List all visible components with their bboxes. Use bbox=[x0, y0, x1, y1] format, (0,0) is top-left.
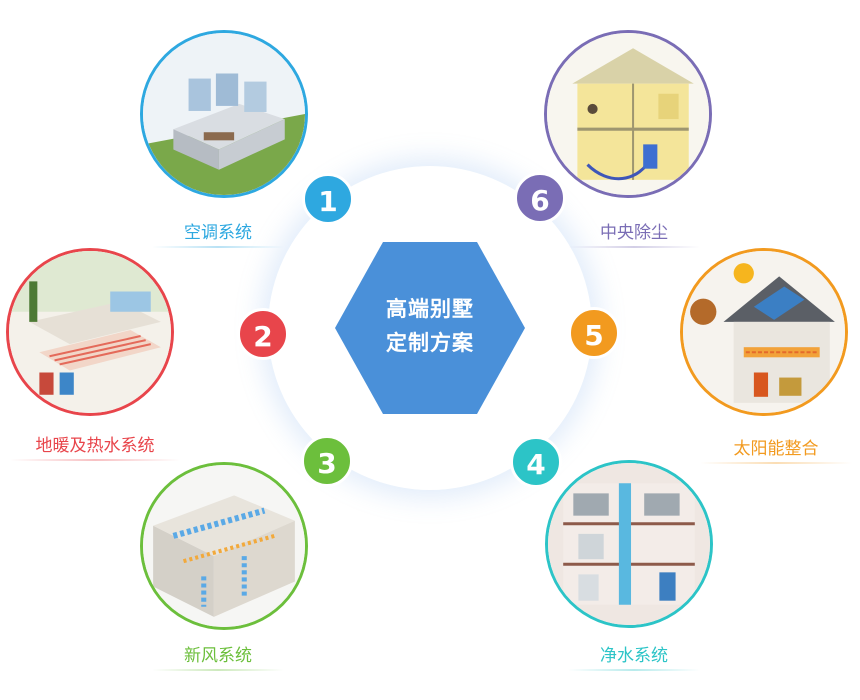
underline-water-purification bbox=[568, 669, 700, 671]
label-water-purification: 净水系统 bbox=[600, 646, 668, 666]
center-hexagon bbox=[335, 242, 525, 414]
underline-central-vacuum bbox=[568, 246, 700, 248]
central-vacuum-image bbox=[544, 30, 712, 198]
solar-integration-image bbox=[680, 248, 848, 416]
floor-heating-image bbox=[6, 248, 174, 416]
water-purification-image bbox=[545, 460, 713, 628]
label-ac-system: 空调系统 bbox=[184, 223, 252, 243]
center-title-line-2: 定制方案 bbox=[386, 331, 474, 355]
badge-6: 6 bbox=[514, 172, 566, 224]
underline-ac-system bbox=[152, 246, 284, 248]
ac-system-image bbox=[140, 30, 308, 198]
center-title-line-1: 高端别墅 bbox=[386, 297, 474, 321]
badge-4: 4 bbox=[510, 436, 562, 488]
label-fresh-air: 新风系统 bbox=[184, 646, 252, 666]
badge-3: 3 bbox=[301, 435, 353, 487]
fresh-air-image bbox=[140, 462, 308, 630]
badge-2: 2 bbox=[237, 308, 289, 360]
underline-fresh-air bbox=[152, 669, 284, 671]
badge-1: 1 bbox=[302, 173, 354, 225]
label-solar-integration: 太阳能整合 bbox=[733, 439, 819, 459]
label-floor-heating: 地暖及热水系统 bbox=[35, 436, 155, 456]
badge-5: 5 bbox=[568, 307, 620, 359]
center-title: 高端别墅 定制方案 bbox=[335, 292, 525, 360]
label-central-vacuum: 中央除尘 bbox=[600, 223, 668, 243]
underline-solar-integration bbox=[700, 462, 852, 464]
underline-floor-heating bbox=[10, 459, 180, 461]
